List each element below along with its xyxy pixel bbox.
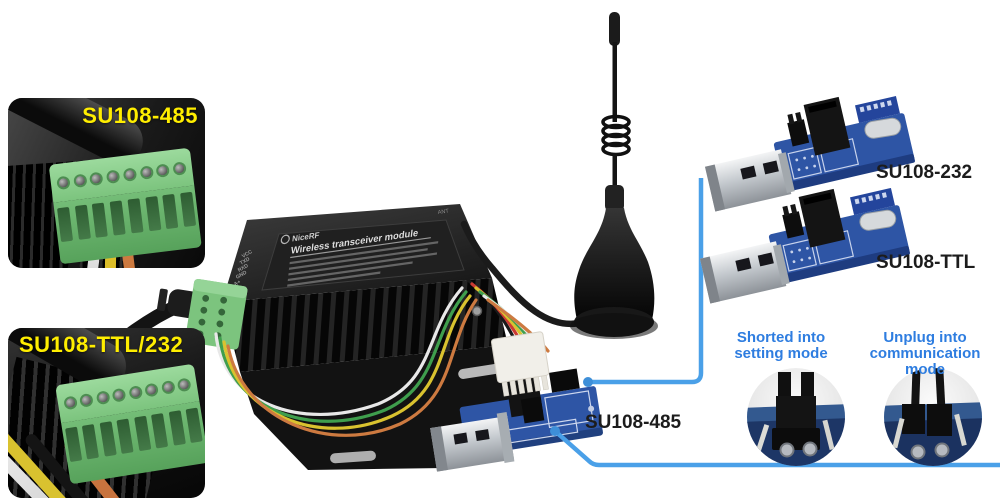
inset-label-su108-485: SU108-485 bbox=[82, 103, 198, 128]
connector-lines bbox=[553, 178, 1000, 468]
setting-mode-line2: setting mode bbox=[734, 345, 828, 362]
setting-mode-line1: Shorted into bbox=[736, 329, 826, 346]
line-to-adapters bbox=[588, 178, 704, 385]
transceiver-module-photo: NiceRF Wireless transceiver module VCC T… bbox=[89, 204, 525, 470]
label-setting-mode: Shorted into setting mode bbox=[726, 330, 836, 362]
sucker-antenna-photo bbox=[460, 12, 658, 339]
label-su108-485: SU108-485 bbox=[585, 412, 682, 433]
ant-marking: ANT bbox=[437, 208, 449, 216]
antenna-coil bbox=[601, 114, 631, 157]
svg-text:TXD: TXD bbox=[239, 256, 251, 267]
communication-mode-line1: Unplug into bbox=[883, 329, 967, 346]
svg-text:A+: A+ bbox=[233, 279, 242, 288]
antenna-cable bbox=[460, 220, 589, 328]
label-su108-ttl: SU108-TTL bbox=[876, 252, 976, 273]
inset-label-su108-ttl-232: SU108-TTL/232 bbox=[19, 332, 184, 357]
inset-photo-su108-ttl-232: SU108-TTL/232 bbox=[8, 328, 205, 498]
label-communication-mode: Unplug into communication mode bbox=[851, 330, 999, 378]
communication-mode-line2: communication mode bbox=[869, 345, 981, 378]
label-su108-232: SU108-232 bbox=[876, 162, 973, 183]
line-dot bbox=[550, 426, 560, 436]
line-dot bbox=[583, 377, 593, 387]
wire-harness-connector bbox=[490, 331, 550, 397]
terminal-block bbox=[48, 147, 202, 265]
svg-text:GND: GND bbox=[235, 270, 248, 281]
svg-text:RXD: RXD bbox=[237, 263, 250, 274]
inset-photo-su108-485: SU108-485 bbox=[8, 98, 205, 268]
communication-mode-photo bbox=[884, 368, 982, 466]
terminal-block bbox=[55, 363, 205, 485]
svg-text:VCC: VCC bbox=[241, 249, 254, 260]
brand-text: NiceRF bbox=[292, 231, 320, 244]
device-label: NiceRF Wireless transceiver module bbox=[280, 228, 439, 287]
setting-mode-photo bbox=[747, 368, 845, 466]
line-to-modes bbox=[553, 429, 1000, 468]
